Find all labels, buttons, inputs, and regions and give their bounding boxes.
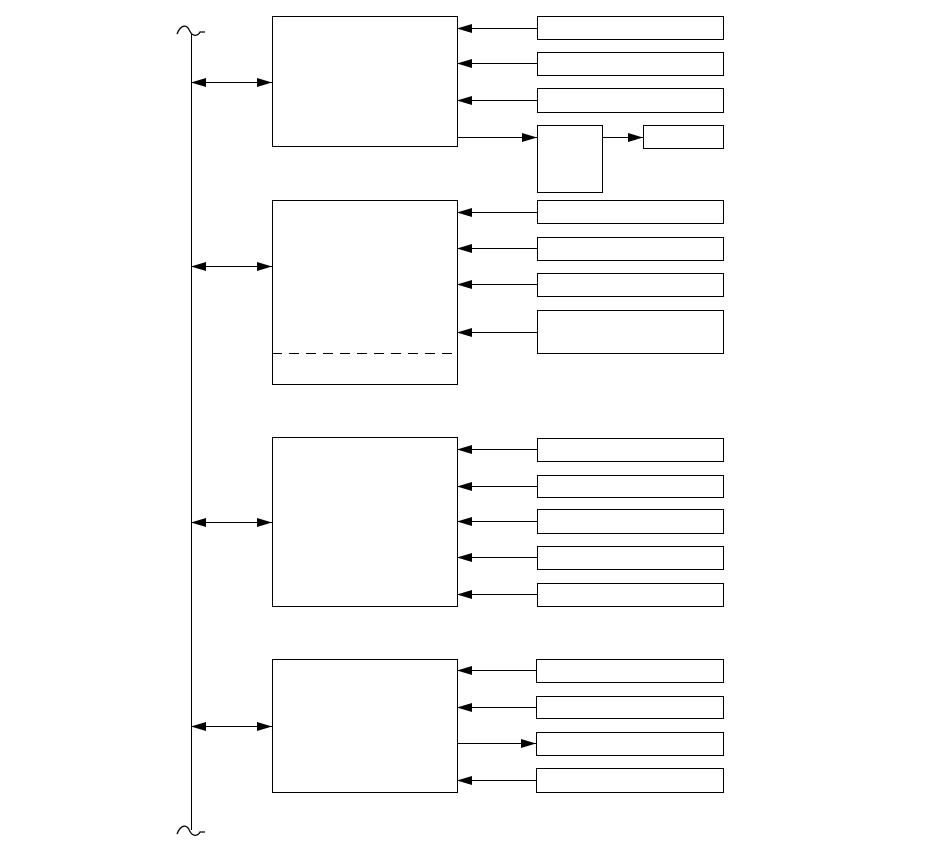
side-1a-to-main-1-arrowhead	[457, 24, 472, 33]
side-box-1b	[537, 52, 724, 76]
side-4a-to-main-4-arrowhead	[457, 666, 472, 675]
main-box-3	[272, 437, 458, 607]
bus-break-bottom	[176, 825, 205, 836]
side-box-2a	[537, 200, 724, 224]
bus-to-main-4-arrowhead	[257, 722, 272, 731]
side-3d-to-main-3-arrowhead	[457, 553, 472, 562]
main-4-to-side-4c-arrowhead	[521, 739, 536, 748]
side-4b-to-main-4-arrowhead	[457, 703, 472, 712]
side-box-2d	[537, 310, 724, 354]
side-box-3d	[537, 546, 724, 570]
side-2a-to-main-2-arrowhead	[457, 208, 472, 217]
main-1-to-sub-box-arrowhead	[522, 133, 537, 142]
side-1b-to-main-1-arrowhead	[457, 59, 472, 68]
side-box-1a	[537, 16, 724, 40]
side-1c-to-main-1-arrowhead	[457, 96, 472, 105]
side-box-4a	[536, 659, 724, 683]
side-3e-to-main-3-arrowhead	[457, 590, 472, 599]
side-3b-to-main-3-arrowhead	[457, 482, 472, 491]
main-box-4	[272, 659, 458, 793]
side-box-4c	[536, 732, 724, 756]
main-box-1	[272, 16, 458, 147]
bus-to-main-3-arrowhead	[257, 518, 272, 527]
side-2c-to-main-2-arrowhead	[457, 280, 472, 289]
bus-to-main-1-start-arrowhead	[191, 78, 206, 87]
sub-box-to-side-1d-arrowhead	[628, 133, 643, 142]
side-box-1d	[643, 125, 724, 149]
side-box-3e	[537, 583, 724, 607]
side-2b-to-main-2-arrowhead	[457, 244, 472, 253]
side-box-4d	[536, 768, 724, 793]
bus-break-top	[176, 25, 205, 36]
bus-to-main-3-start-arrowhead	[191, 518, 206, 527]
bus-to-main-1-arrowhead	[257, 78, 272, 87]
side-box-3b	[537, 475, 724, 498]
side-box-2b	[537, 237, 724, 261]
bus-to-main-2-arrowhead	[257, 262, 272, 271]
bus-to-main-4-start-arrowhead	[191, 722, 206, 731]
side-3a-to-main-3-arrowhead	[457, 445, 472, 454]
side-3c-to-main-3-arrowhead	[457, 517, 472, 526]
side-4d-to-main-4-arrowhead	[457, 776, 472, 785]
side-box-4b	[536, 696, 724, 719]
side-box-2c	[537, 273, 724, 297]
main-box-2	[272, 200, 458, 385]
sub-box-1	[537, 125, 603, 193]
side-box-3c	[537, 509, 724, 534]
side-2d-to-main-2-arrowhead	[457, 328, 472, 337]
side-box-1c	[537, 88, 724, 113]
side-box-3a	[537, 438, 724, 462]
bus-to-main-2-start-arrowhead	[191, 262, 206, 271]
